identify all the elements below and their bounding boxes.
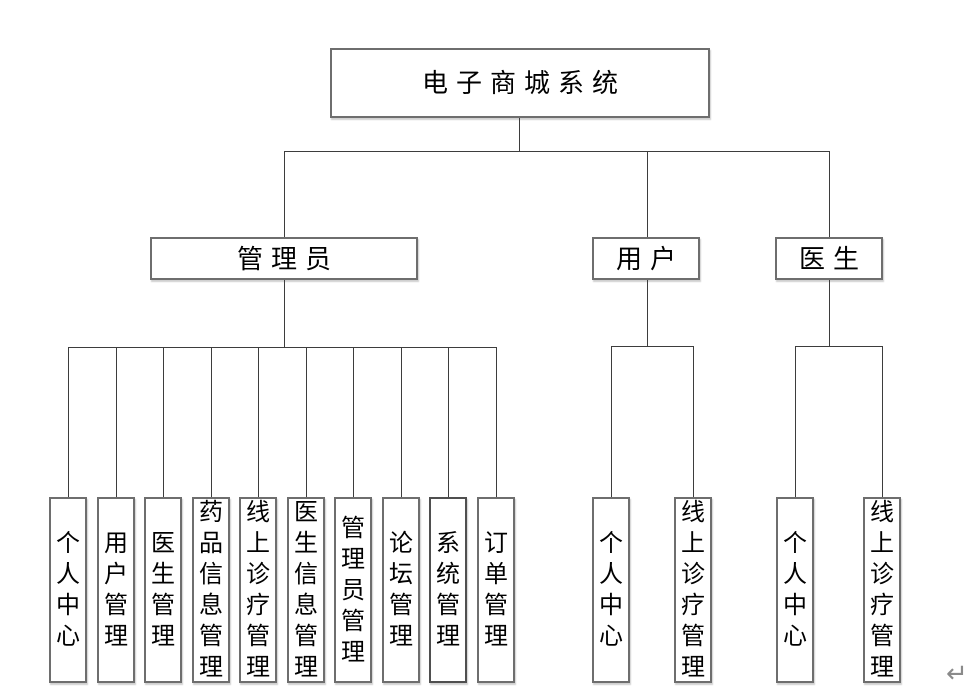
node-label: 医生信息管理 bbox=[294, 499, 318, 681]
node-label: 个人中心 bbox=[783, 530, 807, 650]
node-admin-system-management[interactable]: 系统管理 bbox=[429, 497, 467, 683]
node-user[interactable]: 用户 bbox=[592, 237, 700, 280]
connector-line bbox=[496, 347, 497, 497]
connector-line bbox=[258, 347, 259, 497]
connector-line bbox=[284, 151, 285, 237]
connector-line bbox=[163, 347, 164, 497]
connector-line bbox=[647, 151, 648, 237]
connector-line bbox=[68, 347, 69, 497]
node-admin-user-management[interactable]: 用户管理 bbox=[97, 497, 135, 683]
connector-line bbox=[611, 346, 693, 347]
connector-line bbox=[211, 347, 212, 497]
connector-line bbox=[68, 347, 496, 348]
node-label: 个人中心 bbox=[56, 530, 80, 650]
node-admin-label: 管理员 bbox=[236, 243, 339, 274]
connector-line bbox=[519, 118, 520, 151]
node-label: 个人中心 bbox=[599, 530, 623, 650]
line-break-mark: ↵ bbox=[946, 658, 968, 688]
node-label: 医生管理 bbox=[151, 530, 175, 650]
node-label: 订单管理 bbox=[484, 530, 508, 650]
node-root-label: 电子商城系统 bbox=[421, 68, 626, 98]
node-user-label: 用户 bbox=[615, 243, 684, 274]
node-doctor-online-diagnosis-management[interactable]: 线上诊疗管理 bbox=[863, 497, 901, 683]
connector-line bbox=[647, 280, 648, 346]
connector-line bbox=[116, 347, 117, 497]
connector-line bbox=[693, 346, 694, 497]
node-label: 系统管理 bbox=[436, 530, 460, 650]
connector-line bbox=[306, 347, 307, 497]
node-label: 药品信息管理 bbox=[199, 499, 223, 681]
node-admin-order-management[interactable]: 订单管理 bbox=[477, 497, 515, 683]
node-admin-drug-info-management[interactable]: 药品信息管理 bbox=[192, 497, 230, 683]
connector-line bbox=[284, 151, 830, 152]
connector-line bbox=[882, 346, 883, 497]
node-label: 用户管理 bbox=[104, 530, 128, 650]
node-root[interactable]: 电子商城系统 bbox=[330, 48, 710, 118]
node-label: 线上诊疗管理 bbox=[681, 499, 705, 681]
connector-line bbox=[284, 280, 285, 347]
node-admin-doctor-info-management[interactable]: 医生信息管理 bbox=[287, 497, 325, 683]
connector-line bbox=[611, 346, 612, 497]
connector-line bbox=[353, 347, 354, 497]
connector-line bbox=[401, 347, 402, 497]
node-admin-doctor-management[interactable]: 医生管理 bbox=[144, 497, 182, 683]
connector-line bbox=[795, 346, 882, 347]
connector-line bbox=[829, 280, 830, 346]
connector-line bbox=[795, 346, 796, 497]
node-doctor[interactable]: 医生 bbox=[775, 237, 883, 280]
connector-line bbox=[829, 151, 830, 237]
node-admin-forum-management[interactable]: 论坛管理 bbox=[382, 497, 420, 683]
node-doctor-personal-center[interactable]: 个人中心 bbox=[776, 497, 814, 683]
node-admin-administrator-management[interactable]: 管理员管理 bbox=[334, 497, 372, 683]
node-label: 论坛管理 bbox=[389, 530, 413, 650]
node-user-online-diagnosis-management[interactable]: 线上诊疗管理 bbox=[674, 497, 712, 683]
node-admin-online-diagnosis-management[interactable]: 线上诊疗管理 bbox=[239, 497, 277, 683]
node-label: 线上诊疗管理 bbox=[246, 499, 270, 681]
node-label: 线上诊疗管理 bbox=[870, 499, 894, 681]
node-user-personal-center[interactable]: 个人中心 bbox=[592, 497, 630, 683]
node-admin-personal-center[interactable]: 个人中心 bbox=[49, 497, 87, 683]
connector-line bbox=[448, 347, 449, 497]
node-label: 管理员管理 bbox=[341, 514, 365, 666]
node-admin[interactable]: 管理员 bbox=[150, 237, 418, 280]
node-doctor-label: 医生 bbox=[798, 243, 867, 274]
